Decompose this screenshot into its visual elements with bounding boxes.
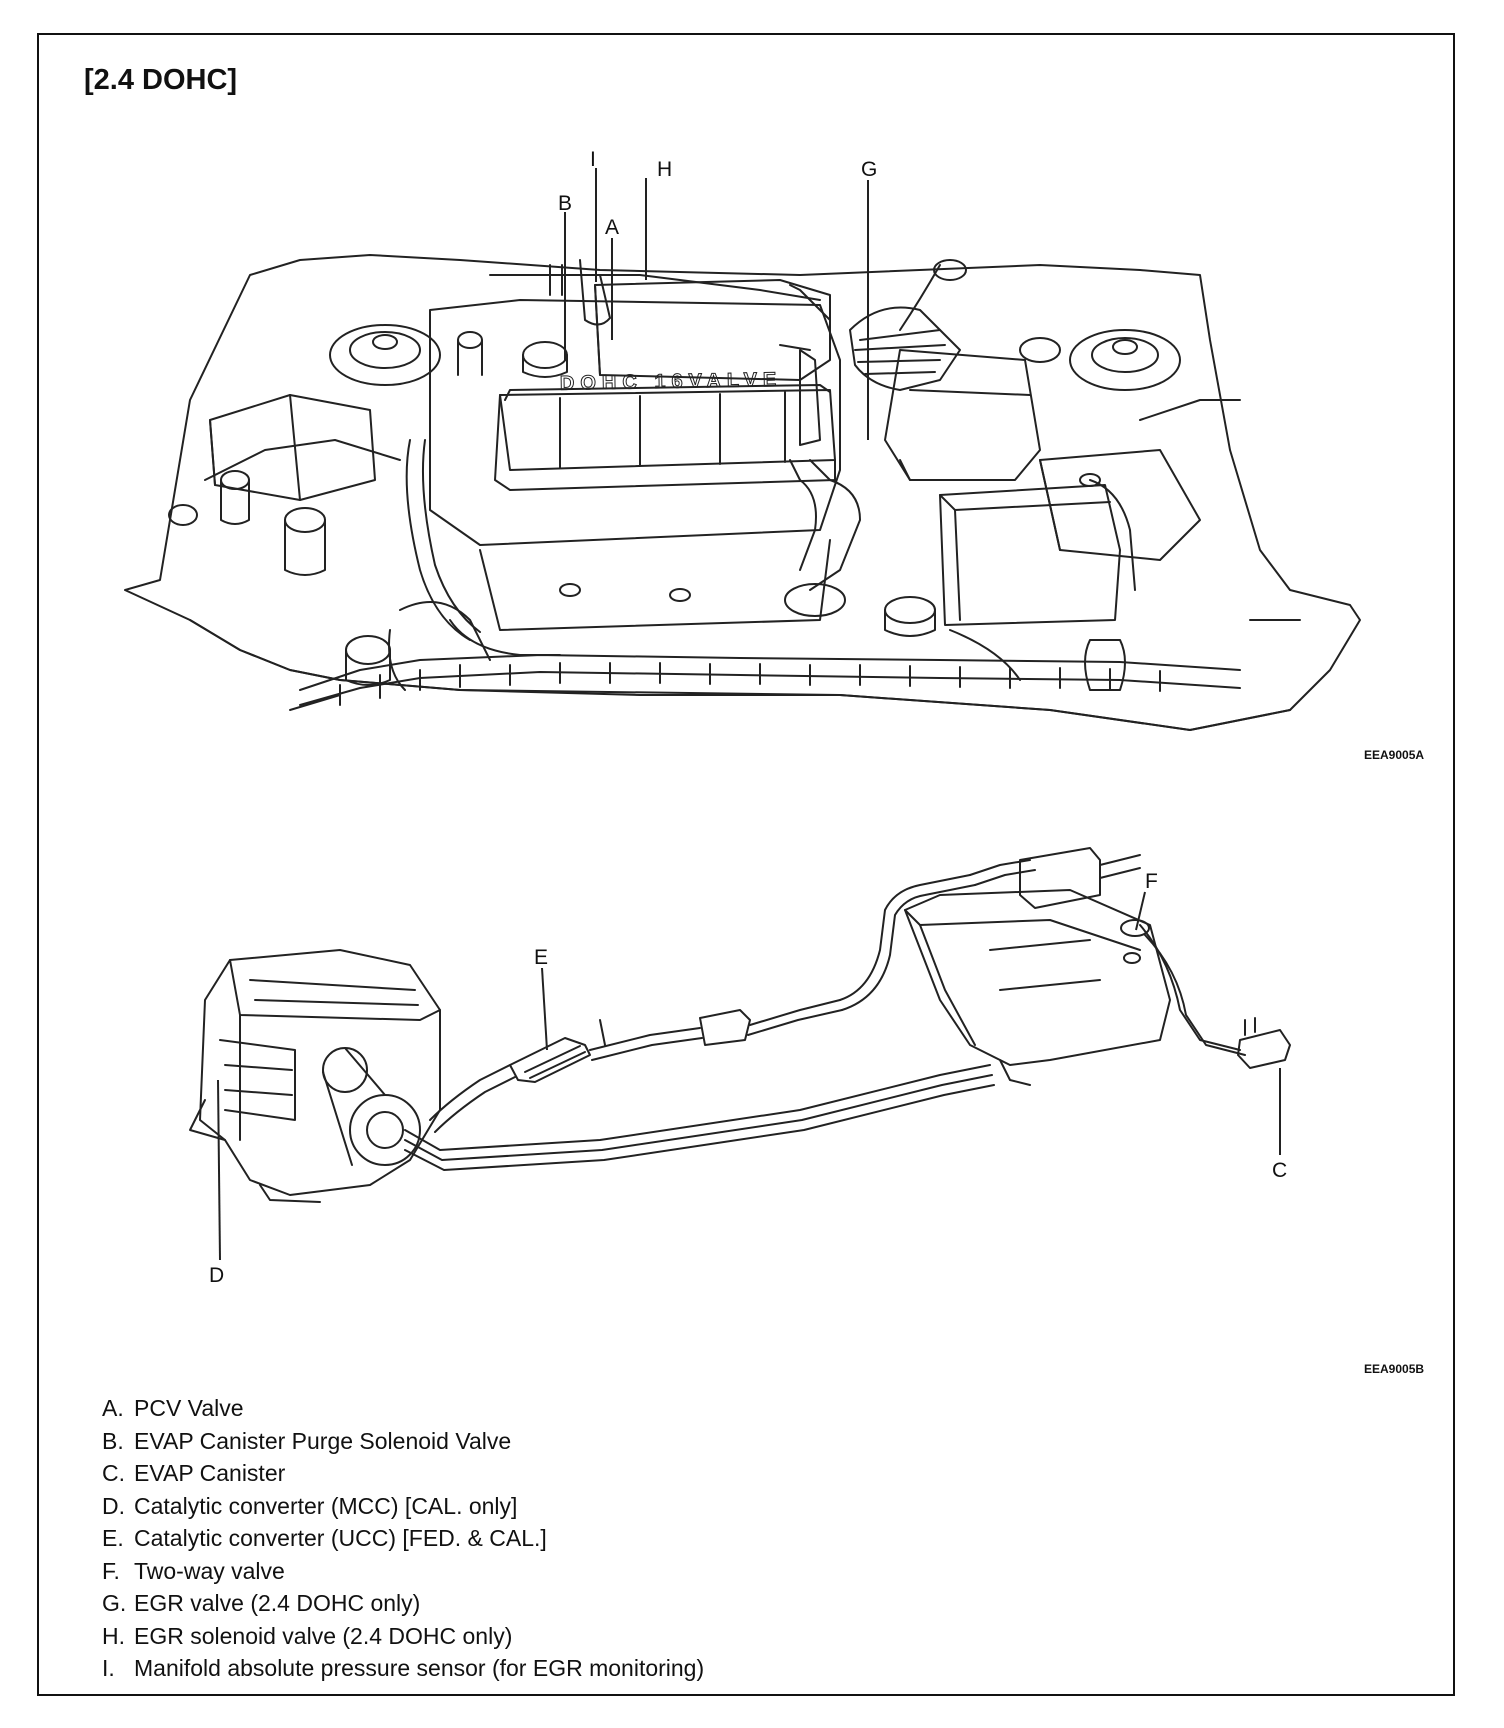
callout-f: F xyxy=(1145,870,1158,893)
right-strut-tower xyxy=(1069,329,1181,391)
legend-item: G.EGR valve (2.4 DOHC only) xyxy=(102,1590,421,1616)
legend-item: F.Two-way valve xyxy=(102,1557,285,1584)
air-cleaner xyxy=(884,349,1041,481)
figure-code-bottom: EEA9005B xyxy=(1364,1362,1425,1376)
legend-item: A.PCV Valve xyxy=(102,1395,244,1421)
callout-e: E xyxy=(534,946,548,969)
radiator-support xyxy=(299,654,1241,691)
page-frame xyxy=(37,33,1455,1696)
legend-item: D.Catalytic converter (MCC) [CAL. only] xyxy=(102,1492,518,1519)
catalytic-converter-ucc xyxy=(509,1037,591,1083)
engine-block xyxy=(429,299,841,546)
callout-g: G xyxy=(861,158,877,181)
parts-legend: A.PCV Valve B.EVAP Canister Purge Soleno… xyxy=(102,1392,704,1685)
callout-d: D xyxy=(209,1264,224,1287)
figure-code-top: EEA9005A xyxy=(1364,748,1425,762)
air-intake-hose xyxy=(849,306,961,391)
legend-item: H.EGR solenoid valve (2.4 DOHC only) xyxy=(102,1622,513,1649)
callout-c: C xyxy=(1272,1159,1287,1182)
exhaust-fuel-system-illustration: F E D C xyxy=(189,847,1291,1287)
muffler xyxy=(1019,847,1101,909)
engine-compartment-illustration: DOHC 16VALVE I H G B A xyxy=(124,150,1361,731)
callout-h: H xyxy=(657,158,672,181)
callout-i: I xyxy=(590,150,596,171)
evap-canister xyxy=(1237,1029,1291,1069)
battery xyxy=(939,484,1121,626)
legend-item: I.Manifold absolute pressure sensor (for… xyxy=(102,1655,705,1681)
left-strut-tower xyxy=(329,324,441,386)
fuel-tank xyxy=(904,889,1171,1066)
callout-a: A xyxy=(605,216,619,239)
legend-item: B.EVAP Canister Purge Solenoid Valve xyxy=(102,1427,512,1454)
callout-b: B xyxy=(558,192,572,215)
page-title: [2.4 DOHC] xyxy=(84,64,238,96)
engine-cover-text: DOHC 16VALVE xyxy=(560,369,783,395)
legend-item: E.Catalytic converter (UCC) [FED. & CAL.… xyxy=(102,1525,547,1551)
legend-item: C.EVAP Canister xyxy=(102,1460,286,1486)
crank-pulley xyxy=(349,1094,421,1166)
